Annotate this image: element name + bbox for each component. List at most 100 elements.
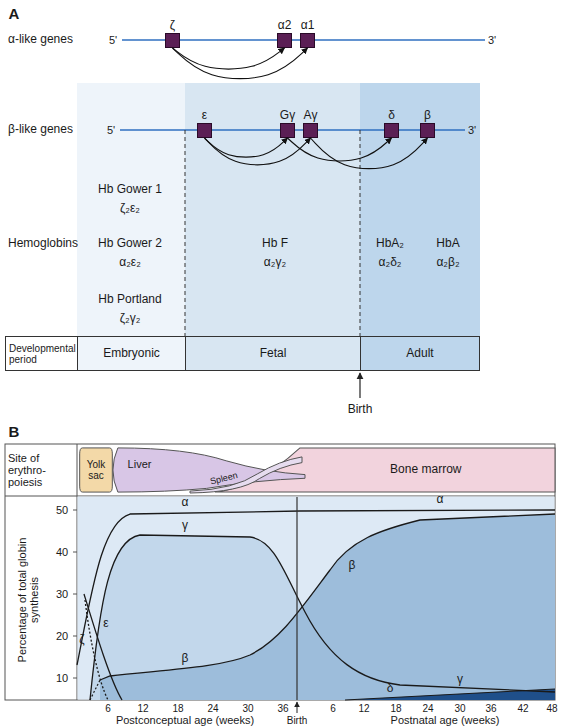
gene-name: β	[424, 108, 431, 122]
tick-label: 36	[485, 703, 496, 714]
row-label: Site of erythro- poiesis	[8, 452, 74, 488]
axis-title: Percentage of total globin synthesis	[16, 525, 40, 675]
hemoglobin-name: HbA	[436, 237, 459, 250]
hemoglobin-name: Hb Gower 2	[98, 237, 162, 250]
tick-label: 18	[172, 703, 183, 714]
tick-label: 42	[517, 703, 528, 714]
cell-text: Developmental period	[9, 343, 76, 365]
hemoglobin-formula: α₂ε₂	[119, 256, 141, 269]
tick-mark	[73, 594, 77, 595]
gene-box: β	[420, 123, 435, 138]
shape-outline	[190, 455, 302, 493]
birth-arrow	[297, 702, 298, 713]
beta-area	[100, 514, 555, 700]
tick-label: 24	[422, 703, 433, 714]
cell-text: Embryonic	[103, 347, 160, 360]
shape-fill	[80, 448, 113, 492]
site-name: Yolk sac	[80, 460, 112, 481]
tick-label: 30	[454, 703, 465, 714]
gene-box: ε	[197, 123, 212, 138]
site-name: Bone marrow	[390, 463, 461, 476]
regulation-arrow	[205, 138, 288, 157]
zeta-curve	[85, 600, 108, 700]
regulation-arrow	[311, 138, 428, 169]
tick-mark	[73, 552, 77, 553]
cell-text: Fetal	[260, 347, 287, 360]
spleen-shape: Spleen	[190, 455, 302, 493]
tick-label: 20	[56, 630, 68, 642]
gene-name: α1	[301, 18, 315, 32]
gene-box: δ	[384, 123, 399, 138]
tick-label: 48	[546, 703, 557, 714]
tick-label: 30	[56, 588, 68, 600]
panel-letter: B	[9, 424, 20, 441]
strand-end: 5'	[109, 34, 117, 46]
embryonic-band	[77, 83, 185, 336]
period-cell: Fetal	[185, 336, 361, 371]
adult-band	[360, 83, 480, 336]
birth-arrow	[359, 373, 360, 398]
tick-label: 10	[56, 672, 68, 684]
gene-box: α1	[300, 33, 315, 48]
hemoglobin-formula: α₂δ₂	[379, 256, 402, 269]
row-header-cell: Developmental period	[5, 336, 78, 371]
gene-name: ε	[202, 108, 207, 122]
curve-label: δ	[387, 682, 394, 695]
hemoglobin-formula: ζ₂ε₂	[120, 202, 140, 215]
delta-curve	[345, 689, 555, 700]
tick-mark	[73, 636, 77, 637]
cell-text: Adult	[406, 347, 433, 360]
shape-fill	[215, 448, 555, 492]
curve-label: γ	[457, 673, 463, 686]
birth-line	[296, 497, 297, 700]
hemoglobin-formula: ζ₂γ₂	[120, 312, 141, 325]
hemoglobin-formula: α₂β₂	[436, 256, 459, 269]
beta-curve	[100, 514, 555, 680]
tick-mark	[73, 510, 77, 511]
gene-name: ζ	[170, 18, 175, 32]
tick-label: 50	[56, 504, 68, 516]
tick-label: 36	[277, 703, 288, 714]
tick-label: 24	[207, 703, 218, 714]
delta-area	[345, 689, 555, 700]
alpha-curve	[77, 510, 555, 665]
gene-name: Aγ	[303, 108, 317, 122]
curve-label: γ	[182, 519, 188, 532]
curve-label: α	[182, 496, 189, 509]
period-divider	[360, 130, 361, 336]
tick-label: 6	[105, 703, 111, 714]
hemoglobin-name: Hb F	[262, 237, 288, 250]
row-label: β-like genes	[8, 123, 73, 136]
epsilon-curve	[84, 594, 122, 700]
gamma-curve	[90, 535, 555, 700]
period-cell: Embryonic	[77, 336, 186, 371]
curve-label: β	[349, 559, 356, 572]
regulation-arrow	[288, 138, 392, 161]
beta-curve-start	[90, 680, 100, 700]
fetal-band	[185, 83, 360, 336]
period-cell: Adult	[360, 336, 480, 371]
plot-background	[78, 497, 555, 700]
hemoglobin-formula: α₂γ₂	[264, 256, 286, 269]
tick-label: 40	[56, 546, 68, 558]
site-name: Liver	[128, 460, 152, 472]
gene-box: Gγ	[280, 123, 295, 138]
gene-box: α2	[277, 33, 292, 48]
regulation-arrow	[205, 138, 311, 165]
regulation-arrow	[173, 48, 308, 79]
yolk-sac-shape: Yolk sac	[79, 447, 113, 493]
curve-label: ε	[103, 617, 108, 630]
birth-label: Birth	[348, 403, 373, 416]
tick-mark	[73, 678, 77, 679]
gene-name: α2	[278, 18, 292, 32]
tick-label: 18	[390, 703, 401, 714]
gene-name: δ	[388, 108, 395, 122]
tick-label: 12	[358, 703, 369, 714]
gene-box: Aγ	[303, 123, 318, 138]
row-label: Hemoglobins	[8, 237, 78, 250]
row-label: α-like genes	[8, 33, 73, 46]
gene-name: Gγ	[280, 108, 295, 122]
strand-end: 5'	[107, 124, 115, 136]
curve-label: ζ	[79, 633, 84, 646]
